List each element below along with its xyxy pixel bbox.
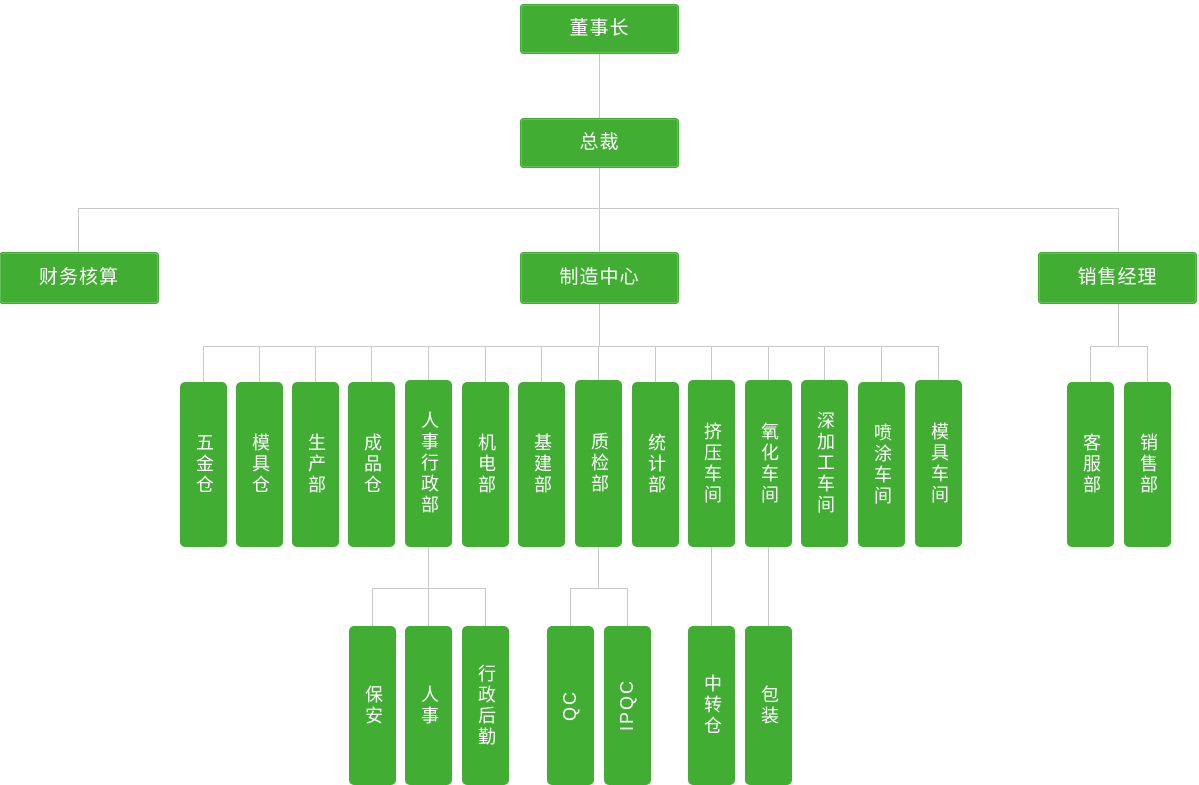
connector-drop-customer-service [1090,346,1091,382]
connector-drop-hr-admin-dept [428,346,429,380]
node-qc-label: QC [560,690,581,721]
node-electrical-dept[interactable]: 机电部 [462,382,509,547]
connector-bus-to-manufacturing [599,208,600,252]
node-hardware-store[interactable]: 五金仓 [180,382,227,547]
node-admin-logistics-label: 行政后勤 [475,663,496,748]
connector-extrusion-to-transit [711,547,712,626]
connector-level3-bus [78,208,1119,209]
node-transit-store[interactable]: 中转仓 [688,626,735,785]
node-production-dept[interactable]: 生产部 [292,382,339,547]
node-ipqc[interactable]: IPQC [604,626,651,785]
node-hr-admin-dept-label: 人事行政部 [418,411,439,516]
node-qc[interactable]: QC [547,626,594,785]
node-ipqc-label: IPQC [617,679,638,732]
node-oxidation-shop[interactable]: 氧化车间 [745,380,792,547]
connector-drop-ipqc [627,588,628,626]
connector-drop-qa-dept [598,346,599,380]
node-sales-dept-label: 销售部 [1137,433,1158,496]
node-qa-dept-label: 质检部 [588,432,609,495]
node-mold-store[interactable]: 模具仓 [236,382,283,547]
connector-manufacturing-down [599,304,600,346]
node-infra-dept[interactable]: 基建部 [518,382,565,547]
node-sales-manager[interactable]: 销售经理 [1038,252,1197,304]
node-packaging[interactable]: 包装 [745,626,792,785]
node-manufacturing-label: 制造中心 [559,266,640,288]
node-statistics-dept[interactable]: 统计部 [632,382,679,547]
connector-qa-dept-bus [570,588,628,589]
connector-bus-to-sales-manager [1118,208,1119,252]
connector-hr-admin-bus [372,588,486,589]
node-coating-shop-label: 喷涂车间 [871,422,892,507]
connector-drop-deep-proc-shop [824,346,825,380]
connector-drop-production-dept [315,346,316,382]
connector-drop-finished-store [371,346,372,382]
node-mold-store-label: 模具仓 [249,433,270,496]
node-sales-manager-label: 销售经理 [1077,266,1158,288]
node-chairman-label: 董事长 [569,17,630,39]
connector-bus-to-finance [78,208,79,252]
node-manufacturing[interactable]: 制造中心 [520,252,679,304]
node-electrical-dept-label: 机电部 [475,433,496,496]
connector-drop-mold-store [259,346,260,382]
connector-hr-admin-down [428,547,429,588]
connector-qa-dept-down [598,547,599,588]
node-finished-store[interactable]: 成品仓 [348,382,395,547]
node-transit-store-label: 中转仓 [701,674,722,737]
connector-drop-security [372,588,373,626]
node-hr-label: 人事 [418,684,439,727]
connector-drop-infra-dept [541,346,542,382]
node-customer-service-label: 客服部 [1080,433,1101,496]
node-extrusion-shop[interactable]: 挤压车间 [688,380,735,547]
node-hr-admin-dept[interactable]: 人事行政部 [405,380,452,547]
node-deep-proc-shop[interactable]: 深加工车间 [801,380,848,547]
node-president-label: 总裁 [579,131,620,153]
node-deep-proc-shop-label: 深加工车间 [814,411,835,516]
node-president[interactable]: 总裁 [520,118,679,168]
connector-drop-mold-shop [938,346,939,380]
connector-sales-manager-down [1118,304,1119,346]
node-extrusion-shop-label: 挤压车间 [701,421,722,506]
connector-sales-bus [1090,346,1148,347]
connector-drop-extrusion-shop [711,346,712,380]
connector-drop-oxidation-shop [768,346,769,380]
node-finished-store-label: 成品仓 [361,433,382,496]
node-packaging-label: 包装 [758,684,779,727]
node-production-dept-label: 生产部 [305,433,326,496]
node-hr[interactable]: 人事 [405,626,452,785]
node-security[interactable]: 保安 [349,626,396,785]
node-qa-dept[interactable]: 质检部 [575,380,622,547]
connector-president-down [599,168,600,208]
node-mold-shop[interactable]: 模具车间 [915,380,962,547]
connector-manufacturing-bus [203,346,939,347]
connector-drop-sales-dept [1147,346,1148,382]
connector-drop-electrical-dept [485,346,486,382]
node-sales-dept[interactable]: 销售部 [1124,382,1171,547]
node-customer-service[interactable]: 客服部 [1067,382,1114,547]
connector-drop-qc [570,588,571,626]
node-admin-logistics[interactable]: 行政后勤 [462,626,509,785]
connector-drop-coating-shop [881,346,882,382]
connector-drop-admin-logistics [485,588,486,626]
node-coating-shop[interactable]: 喷涂车间 [858,382,905,547]
node-chairman[interactable]: 董事长 [520,4,679,54]
node-security-label: 保安 [362,684,383,727]
connector-chairman-president [599,54,600,118]
connector-oxidation-to-packaging [768,547,769,626]
node-statistics-dept-label: 统计部 [645,433,666,496]
node-oxidation-shop-label: 氧化车间 [758,421,779,506]
connector-drop-hr [428,588,429,626]
connector-drop-statistics-dept [655,346,656,382]
node-finance-label: 财务核算 [38,266,119,288]
node-hardware-store-label: 五金仓 [193,433,214,496]
node-infra-dept-label: 基建部 [531,433,552,496]
node-finance[interactable]: 财务核算 [0,252,159,304]
connector-drop-hardware-store [203,346,204,382]
node-mold-shop-label: 模具车间 [928,421,949,506]
